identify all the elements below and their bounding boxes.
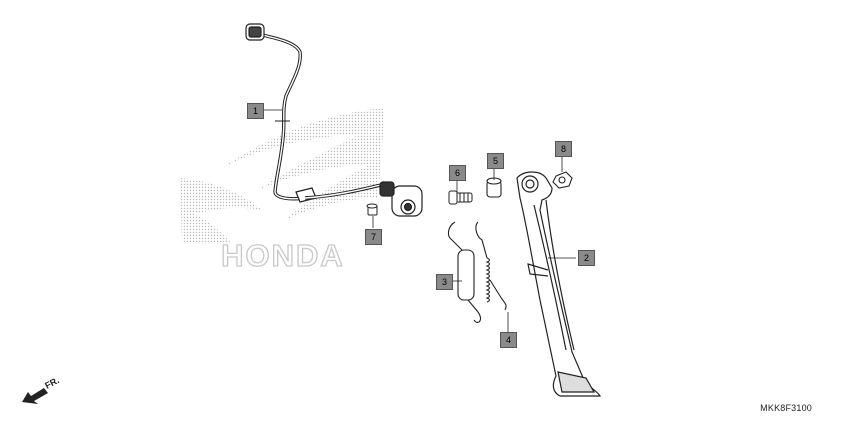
callout-3[interactable]: 3 [436,274,453,290]
callout-2[interactable]: 2 [578,250,595,266]
part-7-bolt [366,203,378,216]
callout-6[interactable]: 6 [449,165,466,181]
callout-1[interactable]: 1 [247,103,264,119]
part-5-collar [486,177,502,198]
part-1-side-stand-switch [245,23,423,217]
honda-wordmark: HONDA [221,238,345,273]
part-2-side-stand [516,171,601,397]
diagram-code: MKK8F3100 [760,403,812,413]
front-direction-indicator: FR. [22,375,61,404]
part-3-spring [447,221,482,323]
part-6-pivot-bolt [448,190,473,205]
leader-lines [262,109,576,332]
callout-8[interactable]: 8 [555,141,572,157]
part-8-nut [552,171,573,189]
direction-label: FR. [43,375,60,391]
arrow-icon [22,388,48,404]
callout-4[interactable]: 4 [500,332,517,348]
part-4-spring [475,221,507,311]
callout-5[interactable]: 5 [487,153,504,169]
callout-7[interactable]: 7 [365,229,382,245]
